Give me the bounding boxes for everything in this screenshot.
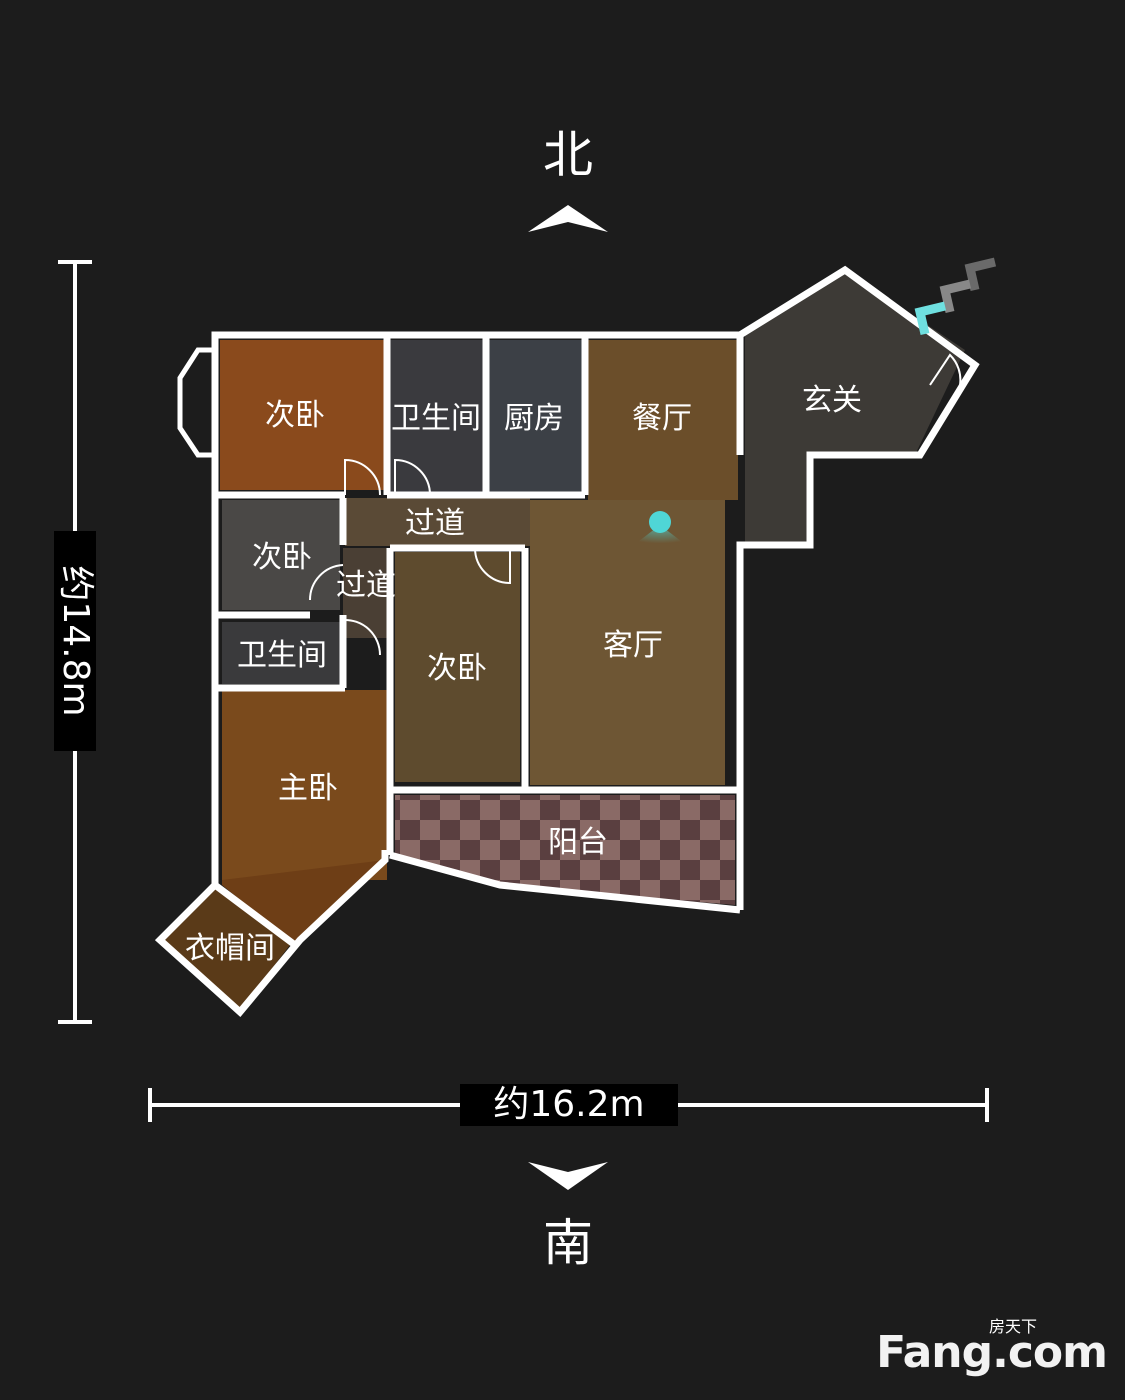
room-label: 过道 [336,568,396,603]
cloakroom-floor [160,885,290,1010]
position-marker [630,511,690,548]
door-entrance [929,353,962,386]
room-label: 衣帽间 [185,931,275,966]
south-wall [389,851,741,914]
north-label: 北 [543,126,593,184]
room-label: 主卧 [278,771,338,806]
hallway-upper-floor [345,498,530,546]
room-label: 次卧 [265,398,325,433]
room-label: 过道 [405,506,465,541]
entry-arrow-icon [914,257,997,335]
dining-floor [588,340,738,500]
south-label: 南 [543,1214,593,1272]
bathroom-north-floor [390,340,485,495]
master-lower-floor [222,860,385,945]
room-label: 卫生间 [237,638,327,673]
room-label: 阳台 [548,825,608,860]
living-floor [530,500,725,785]
width-label: 约16.2m [460,1084,678,1126]
room-label: 餐厅 [632,401,692,436]
wall-master-west-chamfer [212,882,298,948]
north-arrow-icon [528,205,608,232]
master-floor [222,690,387,880]
entry-chevron-1 [914,301,947,335]
bay-window [177,347,215,458]
room-labels: 次卧 卫生间 厨房 餐厅 玄关 过道 次卧 过道 卫生间 次卧 客厅 主卧 阳台… [185,383,862,966]
door-swings [308,353,962,656]
watermark-brand: Fang.com [876,1327,1108,1378]
bedroom-center-floor [395,552,520,782]
room-label: 玄关 [802,383,862,418]
view-cone [630,525,690,548]
entrance-floor [745,270,965,545]
room-label: 客厅 [603,628,663,663]
door-west-bedroom [308,564,344,601]
south-arrow-icon [528,1162,608,1190]
room-label: 厨房 [504,401,564,436]
height-label: 约14.8m [54,531,96,751]
door-center-bedroom [474,547,511,585]
room-fills [160,270,965,1010]
door-bedroom-nw [344,458,381,496]
room-label: 卫生间 [391,401,481,436]
room-label: 次卧 [252,540,312,575]
entry-chevron-3 [964,257,997,291]
position-dot [649,511,671,533]
kitchen-floor [488,340,583,495]
watermark-sub: 房天下 [988,1317,1037,1336]
north-wall [211,265,980,910]
door-west-bath [342,618,382,656]
watermark-logo: 房天下 Fang.com [876,1317,1108,1378]
walls [154,265,980,1018]
entry-chevron-2 [939,279,972,313]
hallway-west-floor [343,548,388,638]
bedroom-nw-floor [220,340,385,490]
bedroom-west-floor [222,500,340,610]
door-bathroom-north [394,458,431,496]
bathroom-west-floor [222,622,340,684]
room-label: 次卧 [427,651,487,686]
